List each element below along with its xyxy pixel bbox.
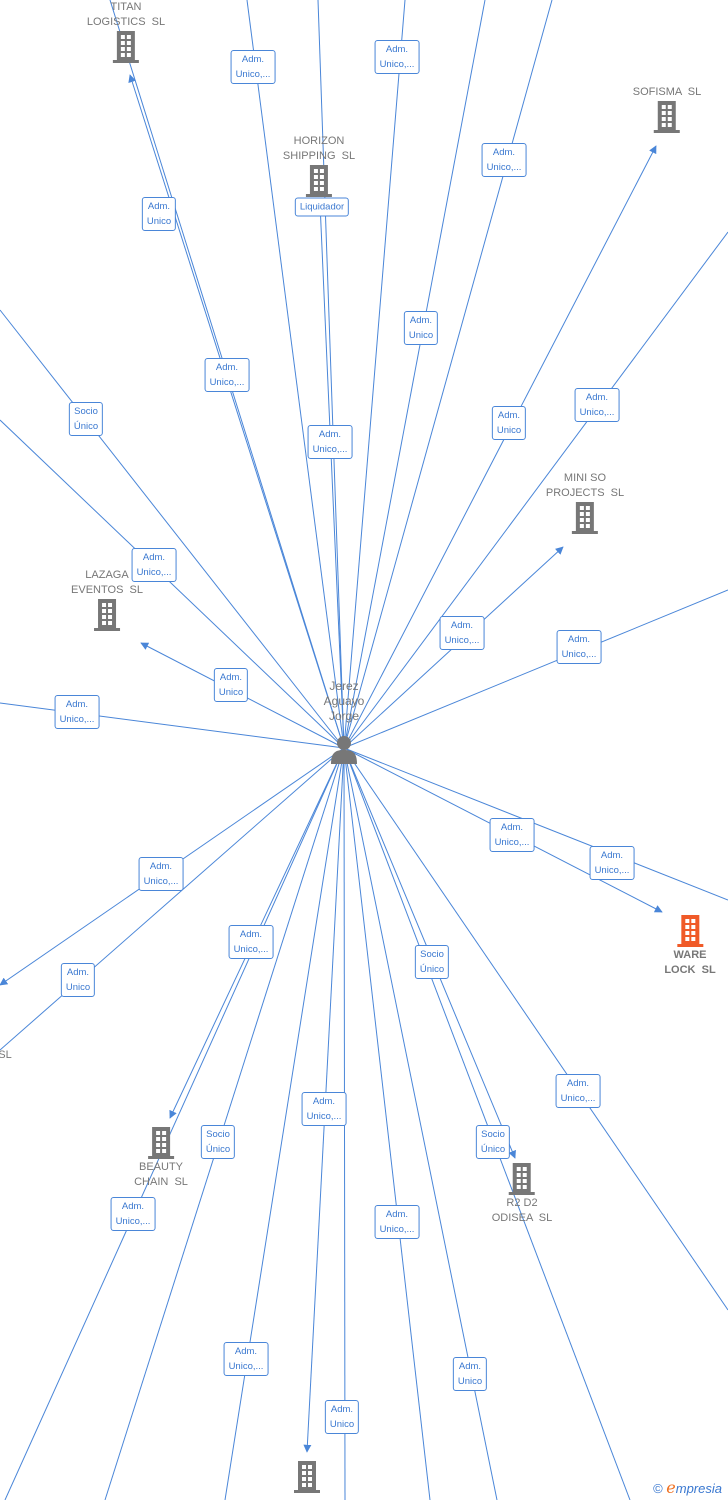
edge-role-label[interactable]: Adm. Unico,...	[228, 925, 274, 959]
edge-role-label[interactable]: Adm. Unico	[491, 406, 527, 440]
company-node-titan[interactable]: TITAN LOGISTICS SL	[87, 0, 165, 64]
edge-role-label[interactable]: Adm. Unico	[324, 1400, 360, 1434]
edge-line	[343, 747, 431, 1500]
company-name: MINI SO PROJECTS SL	[545, 472, 625, 499]
company-name: WARE LOCK SL	[664, 949, 716, 976]
edge-line	[343, 0, 486, 749]
edge-role-label[interactable]: Adm. Unico,...	[489, 818, 535, 852]
edge-role-label[interactable]: Adm. Unico,...	[556, 630, 602, 664]
edge-role-label[interactable]: Adm. Unico	[141, 197, 177, 231]
edge-role-label[interactable]: Adm. Unico,...	[110, 1197, 156, 1231]
edge-role-label[interactable]: Adm. Unico,...	[307, 425, 353, 459]
edge-role-label[interactable]: Adm. Unico,...	[131, 548, 177, 582]
building-icon	[509, 1163, 535, 1195]
edge-role-label[interactable]: Adm. Unico,...	[138, 857, 184, 891]
edge-line	[246, 0, 345, 749]
company-name: TITAN LOGISTICS SL	[86, 1, 166, 28]
edge-role-label[interactable]: Socio Único	[200, 1125, 236, 1159]
edge-role-label[interactable]: Socio Único	[475, 1125, 511, 1159]
building-icon	[305, 165, 332, 197]
company-node-partial[interactable]: SL	[0, 1048, 12, 1063]
edge-line	[0, 419, 345, 749]
edge-role-label[interactable]: Adm. Unico	[403, 311, 439, 345]
edge-line	[343, 145, 657, 749]
company-node-bottom[interactable]	[292, 1460, 322, 1494]
brand-e: e	[666, 1478, 676, 1497]
building-icon	[94, 599, 120, 631]
edge-line	[343, 747, 728, 901]
company-node-sofisma[interactable]: SOFISMA SL	[633, 85, 701, 134]
center-person-name[interactable]: Jerez Aguayo Jorge	[323, 679, 365, 723]
edge-role-label[interactable]: Adm. Unico,...	[301, 1092, 347, 1126]
company-name: BEAUTY CHAIN SL	[134, 1161, 188, 1188]
edge-line	[343, 747, 631, 1500]
company-name: R2 D2 ODISEA SL	[491, 1197, 553, 1224]
edge-line	[0, 747, 345, 1051]
company-node-r2d2[interactable]: R2 D2 ODISEA SL	[491, 1162, 553, 1226]
building-icon	[677, 915, 703, 947]
brand-name: mpresia	[675, 1481, 722, 1496]
edge-role-label[interactable]: Adm. Unico,...	[555, 1074, 601, 1108]
company-name: SOFISMA SL	[632, 86, 702, 98]
edge-role-label[interactable]: Adm. Unico,...	[374, 40, 420, 74]
edge-role-label[interactable]: Adm. Unico	[452, 1357, 488, 1391]
company-node-lazaga[interactable]: LAZAGA EVENTOS SL	[71, 568, 143, 632]
company-node-horizon[interactable]: HORIZON SHIPPING SL	[283, 134, 355, 198]
building-icon	[113, 31, 139, 63]
edge-line	[343, 0, 406, 749]
edge-role-label[interactable]: Adm. Unico,...	[230, 50, 276, 84]
company-name: SL	[0, 1049, 12, 1061]
company-node-beauty[interactable]: BEAUTY CHAIN SL	[134, 1126, 188, 1190]
edge-role-label[interactable]: Adm. Unico,...	[574, 388, 620, 422]
edge-role-label[interactable]: Adm. Unico,...	[223, 1342, 269, 1376]
edge-role-label[interactable]: Adm. Unico	[60, 963, 96, 997]
edge-line	[104, 747, 345, 1500]
edge-role-label[interactable]: Adm. Unico,...	[204, 358, 250, 392]
edge-line	[343, 231, 728, 749]
edge-line	[0, 702, 345, 749]
company-node-ware[interactable]: WARE LOCK SL	[664, 914, 716, 978]
edge-line	[0, 309, 345, 749]
person-icon[interactable]	[330, 734, 358, 764]
edge-role-label[interactable]: Adm. Unico	[213, 668, 249, 702]
edge-role-label[interactable]: Adm. Unico,...	[481, 143, 527, 177]
edge-line	[128, 74, 345, 749]
empresia-logo: © empresia	[653, 1478, 722, 1497]
edge-line	[343, 589, 728, 749]
edge-role-label[interactable]: Adm. Unico,...	[374, 1205, 420, 1239]
company-node-miniso[interactable]: MINI SO PROJECTS SL	[546, 471, 624, 535]
edge-line	[343, 0, 553, 749]
building-icon	[572, 502, 598, 534]
edge-role-label[interactable]: Adm. Unico,...	[589, 846, 635, 880]
company-name: LAZAGA EVENTOS SL	[71, 569, 143, 596]
edge-line	[316, 202, 345, 749]
edge-line	[4, 747, 345, 1500]
edge-line	[343, 747, 728, 1311]
building-icon	[147, 1127, 174, 1159]
building-icon	[654, 101, 680, 133]
edge-line	[317, 0, 345, 749]
copyright-symbol: ©	[653, 1481, 663, 1496]
edge-role-label[interactable]: Adm. Unico,...	[439, 616, 485, 650]
building-icon	[294, 1461, 320, 1493]
edge-role-label[interactable]: Socio Único	[68, 402, 104, 436]
company-name: HORIZON SHIPPING SL	[282, 135, 356, 162]
edge-role-label[interactable]: Adm. Unico,...	[54, 695, 100, 729]
edge-role-label[interactable]: Socio Único	[414, 945, 450, 979]
edge-role-label[interactable]: Liquidador	[294, 197, 350, 217]
